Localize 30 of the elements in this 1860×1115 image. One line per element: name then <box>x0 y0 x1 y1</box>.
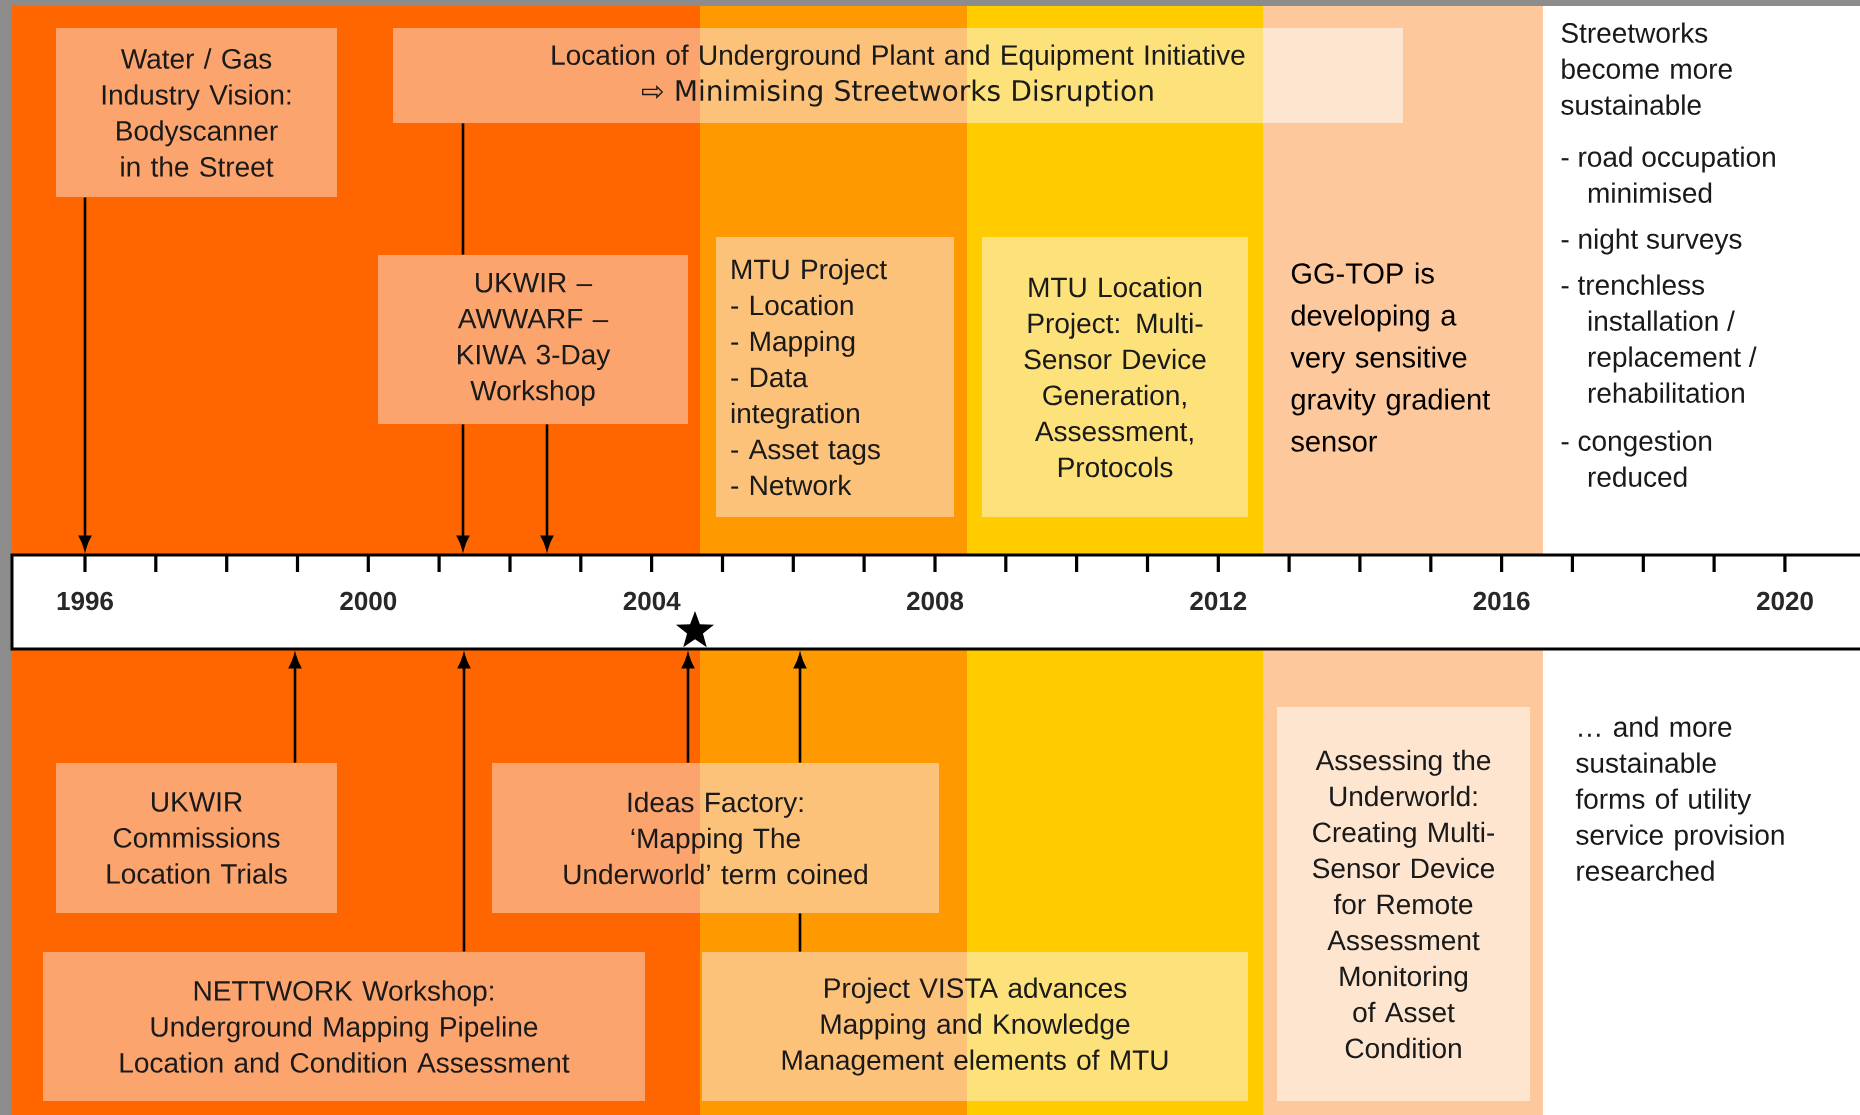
connector-line <box>798 913 802 952</box>
text-box: Ideas Factory: ‘Mapping The Underworld’ term coined <box>492 763 939 913</box>
text-box: UKWIR – AWWARF – KIWA 3-Day Workshop <box>378 255 688 424</box>
note-text: Streetworks become more sustainable <box>1561 22 1732 115</box>
year-label: 2008 <box>907 591 964 611</box>
text-box: MTU Location Project: Multi-Sensor Device Generation, Assessment, Protocols <box>982 237 1248 517</box>
bullet-text: - night surveys <box>1561 228 1742 255</box>
note-text: … and more sustainable forms of utility service provision researched <box>1575 716 1784 881</box>
bullet-text: - congestion reduced <box>1561 430 1712 487</box>
text-box: Water / Gas Industry Vision: Bodyscanner in the Street <box>56 28 337 197</box>
arrow <box>682 654 694 763</box>
year-label: 2004 <box>623 591 681 611</box>
bullet-text: - trenchless installation / replacement / rehabilitation <box>1561 274 1757 403</box>
year-label: 2000 <box>340 591 397 611</box>
note-text: GG-TOP is developing a very sensitive gravity gradient sensor <box>1290 262 1491 452</box>
text-box: Assessing the Underworld: Creating Multi-Sensor Device for Remote Assessment Monitoring of Asset Condition <box>1277 707 1530 1101</box>
year-label: 2020 <box>1757 591 1813 611</box>
year-label: 2016 <box>1473 591 1530 611</box>
text-box: Location of Underground Plant and Equipment Initiative ⇨ Minimising Streetworks Disruption <box>393 28 1403 123</box>
text-box: MTU Project - Location - Mapping - Data integration - Asset tags - Network <box>716 237 954 517</box>
node-label: ⇨ Minimising Streetworks Disruption <box>642 79 1153 107</box>
text-box: UKWIR Commissions Location Trials <box>56 763 337 913</box>
text-box: NETTWORK Workshop: Underground Mapping Pipeline Location and Condition Assessment <box>43 952 645 1101</box>
year-label: 1996 <box>57 591 113 611</box>
connector-line <box>461 123 465 255</box>
year-label: 2012 <box>1190 591 1247 611</box>
arrow <box>458 654 470 952</box>
bullet-text: - road occupation minimised <box>1561 146 1775 203</box>
timeline-bar <box>10 553 1860 651</box>
text-box: Project VISTA advances Mapping and Knowledge Management elements of MTU <box>702 952 1248 1101</box>
